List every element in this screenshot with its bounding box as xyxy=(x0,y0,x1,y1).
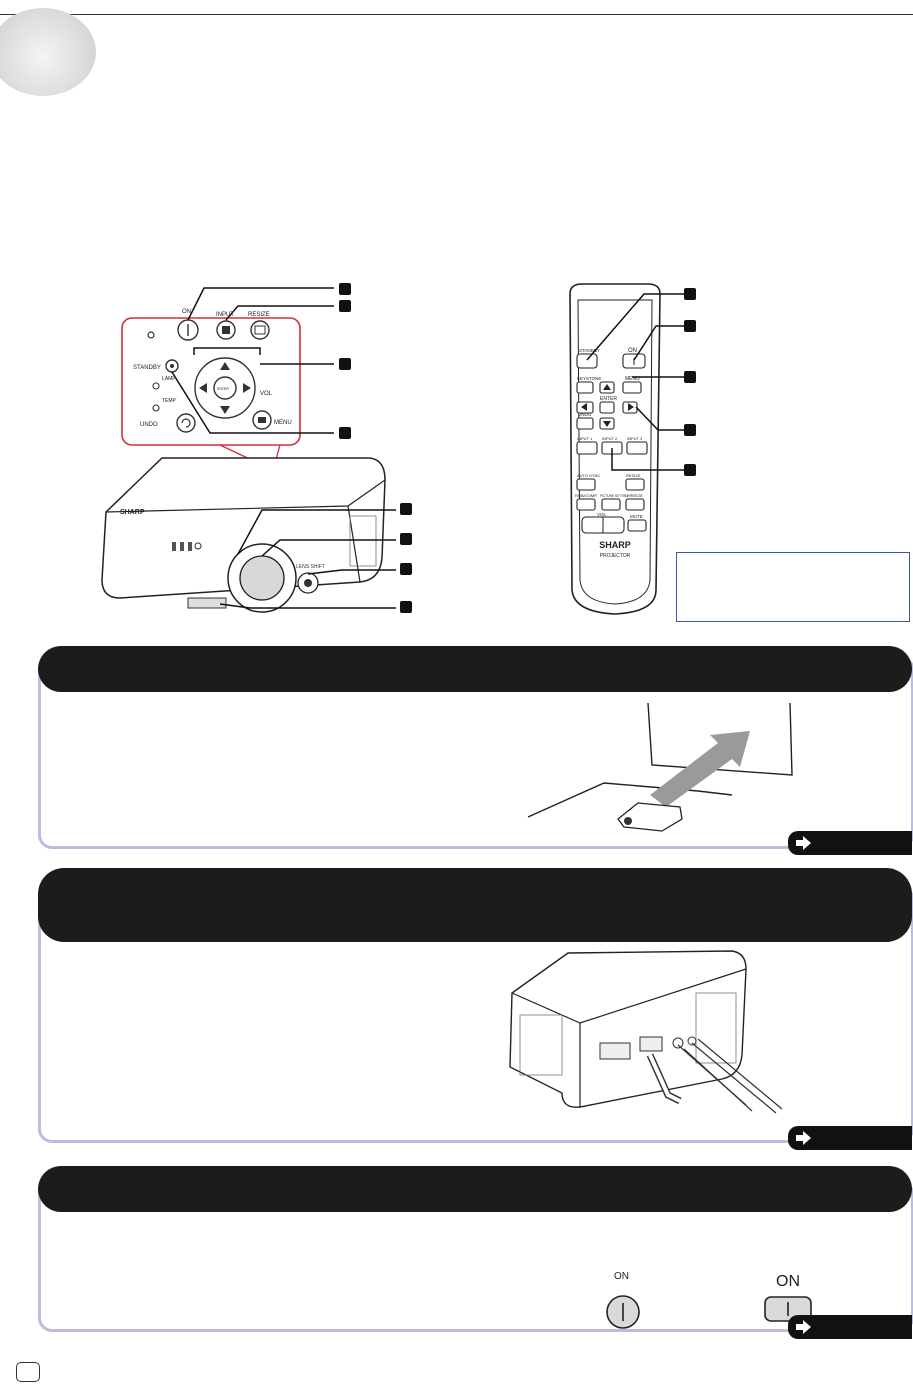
remote-mute-button xyxy=(627,519,647,532)
remote-picture-setting-button xyxy=(601,498,621,511)
panel-vol-text: VOL xyxy=(260,391,273,397)
remote-menu-text: MENU xyxy=(625,376,640,382)
panel-lamp-text: LAMP xyxy=(162,376,176,382)
height-adjust-foot xyxy=(187,597,227,609)
power-indicator-icon xyxy=(147,331,155,339)
remote-input3-button xyxy=(626,441,648,455)
projector-on-label: ON xyxy=(614,1271,629,1282)
projection-direction-arrow xyxy=(650,731,750,807)
right-arrow-icon xyxy=(796,1131,811,1145)
panel-menu-text: MENU xyxy=(274,420,292,426)
panel-enter-button xyxy=(213,376,237,400)
panel-input-text: INPUT xyxy=(216,312,234,318)
body-brand-text: SHARP xyxy=(120,509,145,516)
remote-rgb-comp-button xyxy=(576,498,596,511)
remote-input3-text: INPUT 3 xyxy=(627,436,643,441)
callout-number-marker xyxy=(339,283,351,295)
dpad-left-arrow-icon xyxy=(199,383,207,393)
dpad-right-arrow-icon xyxy=(243,383,251,393)
setup-screen-illustration xyxy=(527,702,793,832)
projector-illustration: SHARP LENS SHIFT ON INPUT RESIZE STANDBY… xyxy=(101,287,396,613)
remote-auto-sync-button xyxy=(576,478,596,491)
header-rule xyxy=(0,14,913,15)
section-2-header-bar xyxy=(38,868,912,942)
lamp-indicator-icon xyxy=(152,382,160,390)
remote-input1-button xyxy=(576,441,598,455)
remote-freeze-button xyxy=(625,498,645,511)
remote-mute-text: MUTE xyxy=(630,514,643,519)
projector-on-button-illustration xyxy=(606,1295,640,1329)
callout-number-marker xyxy=(400,533,412,545)
panel-temp-text: TEMP xyxy=(162,398,177,404)
ac-socket xyxy=(639,1036,663,1052)
remote-resize-text: RESIZE xyxy=(626,473,641,478)
projector-body xyxy=(101,457,386,599)
dpad-down-arrow-icon xyxy=(220,406,230,414)
panel-enter-text: ENTER xyxy=(217,387,229,391)
floor-line xyxy=(527,782,733,818)
remote-undo-button xyxy=(576,417,594,430)
projection-screen xyxy=(647,702,793,776)
remote-keystone-text: KEYSTONE xyxy=(577,376,601,381)
section-2-page-reference-tab xyxy=(788,1126,912,1150)
callout-number-marker xyxy=(400,563,412,575)
panel-undo-button xyxy=(176,413,196,433)
section-1-header-bar xyxy=(38,646,912,692)
side-vent-grille xyxy=(349,515,377,567)
remote-on-label: ON xyxy=(776,1273,800,1290)
section-3-header-bar xyxy=(38,1166,912,1212)
page-number-badge xyxy=(16,1362,40,1382)
remote-keystone-button xyxy=(576,381,594,394)
remote-menu-button xyxy=(622,381,642,394)
callout-number-marker xyxy=(339,300,351,312)
callout-number-marker xyxy=(400,601,412,613)
remote-rgb-comp-text: RGB/COMP. xyxy=(575,493,597,498)
remote-vol-text: VOL xyxy=(597,512,607,517)
right-arrow-icon xyxy=(796,836,811,850)
panel-undo-text: UNDO xyxy=(140,422,158,428)
section-1-page-reference-tab xyxy=(788,831,912,855)
remote-auto-sync-text: AUTO SYNC xyxy=(577,473,600,478)
note-callout-box xyxy=(676,552,910,622)
section-3-page-reference-tab xyxy=(788,1315,912,1339)
rear-connection-illustration xyxy=(509,950,783,1114)
remote-resize-button xyxy=(625,478,645,491)
remote-standby-button xyxy=(576,353,598,369)
temp-indicator-icon xyxy=(152,404,160,412)
remote-input1-text: INPUT 1 xyxy=(577,436,593,441)
panel-resize-button xyxy=(250,320,270,340)
callout-number-marker xyxy=(684,424,696,436)
rear-vent-grille xyxy=(519,1014,563,1076)
dpad-up-arrow-icon xyxy=(220,362,230,370)
rgb-input-port xyxy=(599,1042,631,1060)
remote-brand-text: SHARP xyxy=(599,540,631,550)
callout-number-marker xyxy=(684,464,696,476)
projector-lens xyxy=(239,555,285,601)
panel-on-text: ON xyxy=(182,309,191,315)
small-projector-icon xyxy=(617,802,683,832)
video-cable xyxy=(691,1042,777,1114)
panel-resize-text: RESIZE xyxy=(248,312,270,318)
lens-shift-text: LENS SHIFT xyxy=(296,564,325,570)
remote-freeze-text: FREEZE xyxy=(627,493,643,498)
remote-input2-text: INPUT 2 xyxy=(602,436,618,441)
remote-standby-text: STANDBY xyxy=(579,348,600,353)
remote-picture-setting-text: PICTURE SETTING xyxy=(600,494,629,498)
callout-number-marker xyxy=(684,371,696,383)
remote-enter-button xyxy=(599,401,615,414)
remote-on-text: ON xyxy=(628,348,637,354)
callout-number-marker xyxy=(684,320,696,332)
remote-undo-text: UNDO xyxy=(578,412,592,417)
callout-number-marker xyxy=(339,358,351,370)
remote-enter-text: ENTER xyxy=(600,396,617,402)
right-arrow-icon xyxy=(796,1320,811,1334)
callout-number-marker xyxy=(684,288,696,300)
callout-number-marker xyxy=(400,503,412,515)
projector-rear-body xyxy=(509,950,747,1108)
remote-control-illustration: STANDBY ON KEYSTONE MENU ENTER UNDO INPU… xyxy=(569,283,684,615)
panel-standby-text: STANDBY xyxy=(133,365,161,371)
remote-product-text: PROJECTOR xyxy=(600,553,631,559)
header-circle-decoration xyxy=(0,8,96,96)
callout-number-marker xyxy=(339,427,351,439)
